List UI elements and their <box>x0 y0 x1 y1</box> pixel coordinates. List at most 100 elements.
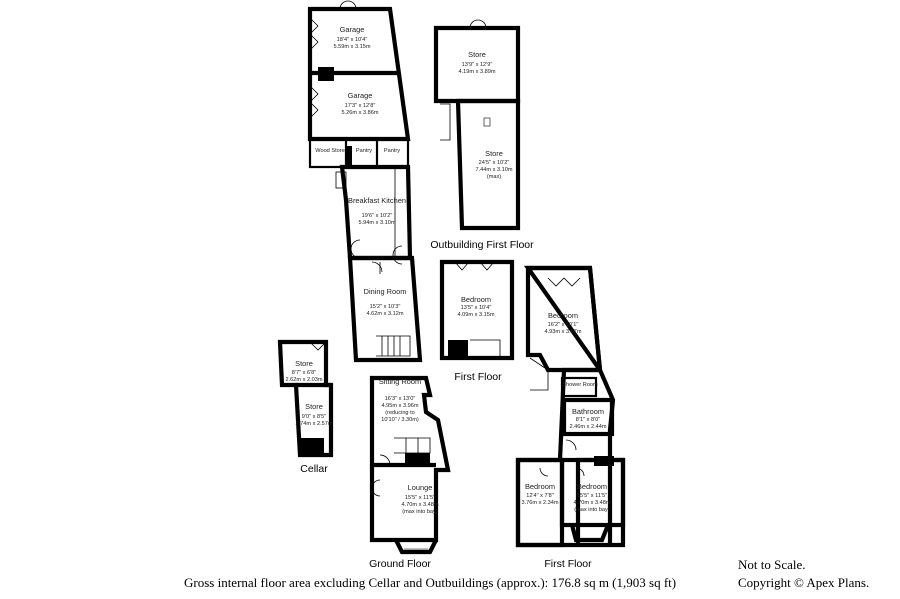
ff-bedroom4-outline <box>559 457 626 528</box>
cellar-store1-name: Store <box>295 359 313 368</box>
bathroom-imperial: 8'1" x 8'0" <box>576 417 600 423</box>
outbuilding-window <box>483 117 491 127</box>
outbuilding-stairs <box>440 103 451 141</box>
ff-stairs <box>470 339 501 358</box>
out-store2-note: (max) <box>487 174 501 180</box>
ff-bathroom-outline <box>561 397 615 437</box>
ff-bedroom1-outline <box>439 259 515 361</box>
garage1-imperial: 18'4" x 10'4" <box>337 37 368 43</box>
ff-stair-block <box>448 340 468 358</box>
garage1-metric: 5.59m x 3.15m <box>334 44 371 50</box>
garage-pillar <box>318 67 334 81</box>
copyright-text: Copyright © Apex Plans. <box>738 575 869 590</box>
kitchen-step <box>335 171 347 189</box>
out-store2-imperial: 24'5" x 10'2" <box>479 160 510 166</box>
first-floor-main-plan <box>515 265 626 548</box>
ff-bedroom1-cupboard <box>454 261 470 271</box>
ff-bedroom1-imperial: 13'5" x 10'4" <box>461 305 492 311</box>
outbuilding-label: Outbuilding First Floor <box>430 239 534 251</box>
ff-shower-outline <box>560 376 598 398</box>
sitting-door <box>379 454 391 466</box>
ff-chimney <box>594 456 614 466</box>
lounge-metric: 4.70m x 3.48m <box>402 502 439 508</box>
cellar-hatch <box>309 341 327 351</box>
pantry1-label: Pantry <box>356 148 372 154</box>
lounge-name: Lounge <box>408 483 433 492</box>
kitchen-door <box>350 239 361 259</box>
dining-name: Dining Room <box>364 287 407 296</box>
sitting-note1: (reducing to <box>385 410 415 416</box>
bathroom-metric: 2.46m x 2.44m <box>570 424 607 430</box>
garage1-name: Garage <box>340 25 365 34</box>
dining-door <box>371 261 383 274</box>
ff-bedroom4-metric: 4.70m x 3.48m <box>574 500 611 506</box>
out-store2-name: Store <box>485 149 503 158</box>
chimney-breast <box>405 453 430 465</box>
lounge-note: (max into bay) <box>402 509 438 515</box>
garage-door-1 <box>309 17 319 51</box>
first-floor-label-2: First Floor <box>544 558 592 570</box>
ff-bedroom4-note: (max into bay) <box>574 507 610 513</box>
sitting-metric: 4.95m x 3.96m <box>382 403 419 409</box>
sitting-imperial: 16'3" x 13'0" <box>385 396 416 402</box>
dining-stairs <box>376 335 411 357</box>
garage2-metric: 5.26m x 3.86m <box>342 110 379 116</box>
not-to-scale-text: Not to Scale. <box>738 557 806 572</box>
ff-landing <box>529 357 549 391</box>
sitting-lounge-outline <box>369 375 451 543</box>
kitchen-name: Breakfast Kitchen <box>348 196 406 205</box>
outbuilding-store2-outline <box>455 98 521 231</box>
cellar-store1-metric: 2.62m x 2.03m <box>286 377 323 383</box>
cellar-store2-name: Store <box>305 402 323 411</box>
ff-bedroom2-metric: 4.93m x 3.07m <box>545 329 582 335</box>
out-store2-metric: 7.44m x 3.10m <box>476 167 513 173</box>
garage2-imperial: 17'3" x 12'8" <box>345 103 376 109</box>
out-store1-imperial: 13'9" x 12'9" <box>462 62 493 68</box>
outbuilding-plan <box>433 19 521 231</box>
shower-label: Shower Room <box>562 382 598 388</box>
cellar-plan <box>277 339 334 458</box>
cellar-store2-imperial: 9'0" x 8'5" <box>302 414 326 420</box>
dining-metric: 4.62m x 3.12m <box>367 311 404 317</box>
ff-bedroom4-door <box>575 467 585 477</box>
ff-bedroom2-wardrobe <box>547 277 581 287</box>
sitting-name: Sitting Room <box>379 377 421 386</box>
pantry-wall-block <box>346 146 352 167</box>
main-building-plan <box>307 0 451 555</box>
sitting-note2: 10'10" / 3.30m) <box>381 417 419 423</box>
ff-bedroom4-imperial: 15'5" x 11'5" <box>577 493 607 499</box>
ff-bedroom3-imperial: 12'4" x 7'8" <box>526 493 554 499</box>
gross-area-text: Gross internal floor area excluding Cell… <box>184 575 676 590</box>
bathroom-name: Bathroom <box>572 407 604 416</box>
kitchen-metric: 5.94m x 3.10m <box>359 220 396 226</box>
ff-bedroom3-door <box>539 467 549 477</box>
kitchen-imperial: 19'6" x 10'2" <box>362 213 393 219</box>
outbuilding-door <box>469 19 487 29</box>
garage-door-2 <box>309 85 319 119</box>
first-floor-small-plan <box>439 259 515 361</box>
lounge-imperial: 15'5" x 11'5" <box>405 495 435 501</box>
ff-bedroom1-metric: 4.09m x 3.15m <box>458 312 495 318</box>
garage-side-door <box>339 0 357 10</box>
ground-floor-label: Ground Floor <box>369 558 431 570</box>
cellar-store1-imperial: 8'7" x 6'8" <box>292 370 316 376</box>
ff-bedroom3-metric: 3.76m x 2.34m <box>522 500 559 506</box>
first-floor-label-1: First Floor <box>454 371 502 383</box>
ff-bedroom2-name: Bedroom <box>548 311 578 320</box>
ground-stairs <box>394 437 431 454</box>
cellar-outline <box>277 339 334 458</box>
out-store1-metric: 4.19m x 3.89m <box>459 69 496 75</box>
cellar-stair-block <box>300 438 324 455</box>
lounge-bay-window <box>394 539 438 555</box>
ff-bedroom1-cupboard <box>479 261 495 271</box>
wood-store-label: Wood Store <box>315 148 344 154</box>
ff-bay-window <box>569 524 610 543</box>
lounge-door <box>371 479 381 497</box>
ff-bedroom3-name: Bedroom <box>525 482 555 491</box>
cellar-label: Cellar <box>300 463 328 475</box>
garage2-name: Garage <box>348 91 373 100</box>
ff-bedroom2-imperial: 16'2" x 10'1" <box>548 322 579 328</box>
out-store1-name: Store <box>468 50 486 59</box>
ff-bedroom1-name: Bedroom <box>461 295 491 304</box>
